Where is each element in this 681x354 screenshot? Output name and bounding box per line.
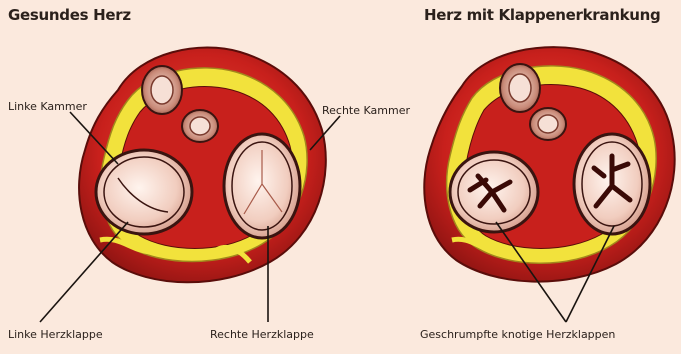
label-diseased-valves: Geschrumpfte knotige Herzklappen: [420, 328, 615, 341]
title-healthy-heart: Gesundes Herz: [8, 6, 131, 24]
label-right-valve: Rechte Herzklappe: [210, 328, 314, 341]
diseased-heart: [424, 47, 674, 281]
title-diseased-heart: Herz mit Klappenerkrankung: [424, 6, 660, 24]
label-right-chamber: Rechte Kammer: [322, 104, 410, 117]
label-left-valve: Linke Herzklappe: [8, 328, 103, 341]
healthy-heart: [79, 48, 326, 283]
label-left-chamber: Linke Kammer: [8, 100, 87, 113]
